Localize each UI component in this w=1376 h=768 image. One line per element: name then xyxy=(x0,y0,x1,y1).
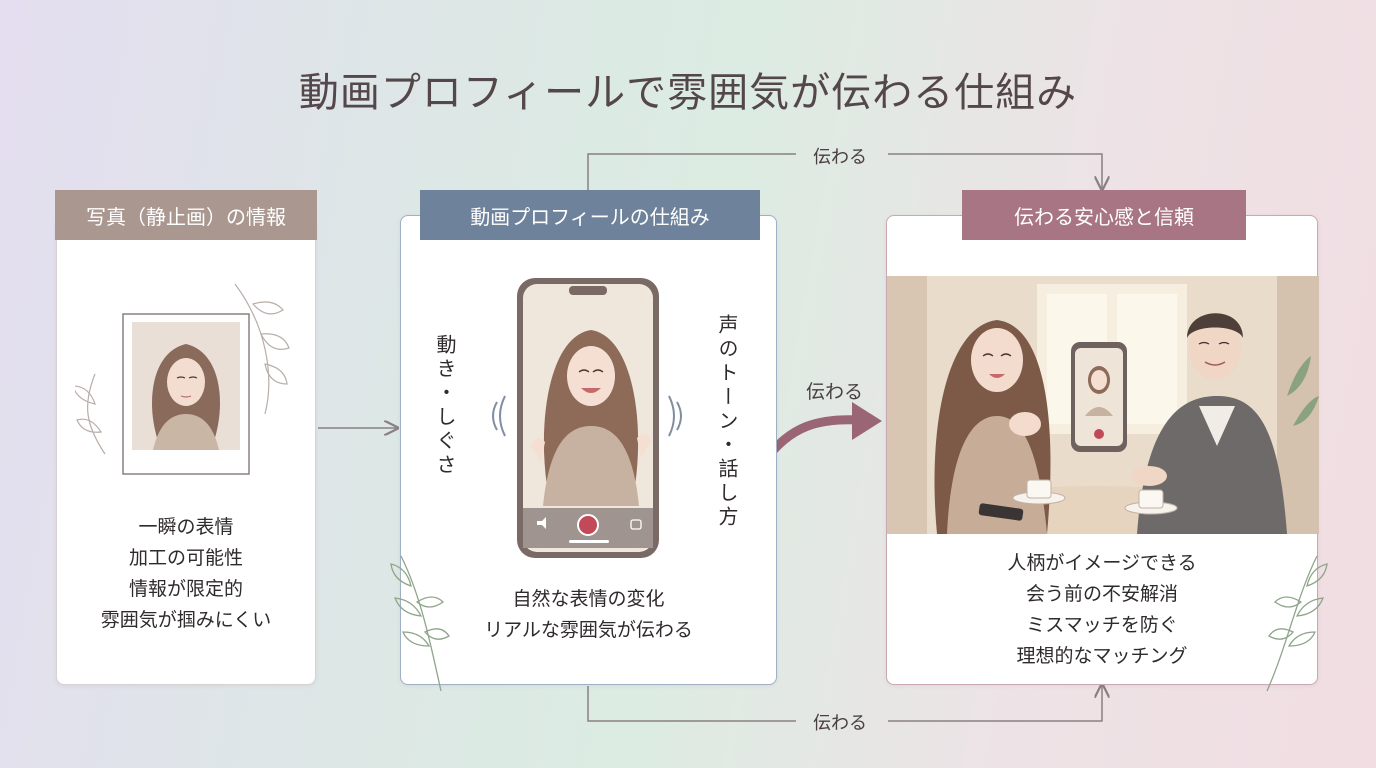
flow-label-middle: 伝わる xyxy=(806,381,864,403)
bottom-flow-line-right xyxy=(888,686,1102,722)
video-to-trust-arrow xyxy=(759,415,865,467)
video-panel: 動画プロフィールの仕組み 動き・しぐさ 声のトーン・話し方 xyxy=(390,190,777,692)
trust-panel-lines: 人柄がイメージできる 会う前の不安解消 ミスマッチを防ぐ 理想的なマッチング xyxy=(887,548,1317,672)
video-panel-lines: 自然な表情の変化 リアルな雰囲気が伝わる xyxy=(401,584,776,646)
video-line: 自然な表情の変化 xyxy=(512,588,665,610)
cafe-meeting-illustration xyxy=(887,276,1319,534)
trust-line: ミスマッチを防ぐ xyxy=(1026,614,1178,636)
flow-label-bottom: 伝わる xyxy=(813,713,867,734)
video-line: リアルな雰囲気が伝わる xyxy=(484,619,693,641)
photo-panel-header: 写真（静止画）の情報 xyxy=(55,190,317,240)
sound-wave-icon xyxy=(492,395,682,437)
trust-line: 会う前の不安解消 xyxy=(1025,583,1178,605)
leaf-decoration-icon xyxy=(390,555,450,692)
trust-line: 人柄がイメージできる xyxy=(1007,552,1197,574)
motion-gesture-label: 動き・しぐさ xyxy=(433,334,457,478)
leaf-decoration-icon xyxy=(1266,555,1328,692)
flow-label-top: 伝わる xyxy=(813,147,867,168)
photo-line: 情報が限定的 xyxy=(128,578,243,600)
photo-panel-lines: 一瞬の表情 加工の可能性 情報が限定的 雰囲気が掴みにくい xyxy=(57,512,315,636)
smartphone-video-illustration xyxy=(492,278,682,558)
leaf-icon xyxy=(75,283,290,455)
voice-tone-label: 声のトーン・話し方 xyxy=(715,314,739,530)
trust-line: 理想的なマッチング xyxy=(1016,645,1188,667)
photo-line: 雰囲気が掴みにくい xyxy=(100,609,272,631)
top-flow-line-right xyxy=(888,153,1102,188)
trust-panel: 伝わる安心感と信頼 xyxy=(886,190,1328,692)
polaroid-photo-illustration xyxy=(75,283,290,475)
bottom-flow-line xyxy=(587,686,796,722)
page-title: 動画プロフィールで雰囲気が伝わる仕組み xyxy=(298,70,1078,116)
photo-line: 一瞬の表情 xyxy=(138,516,234,538)
video-panel-header: 動画プロフィールの仕組み xyxy=(420,190,760,240)
trust-panel-header: 伝わる安心感と信頼 xyxy=(962,190,1246,240)
photo-panel: 写真（静止画）の情報 一瞬の表情 加工の可能性 情報が限定的 雰囲気が掴みにくい xyxy=(55,190,317,685)
video-to-trust-arrowhead xyxy=(852,402,882,440)
photo-line: 加工の可能性 xyxy=(128,547,243,569)
